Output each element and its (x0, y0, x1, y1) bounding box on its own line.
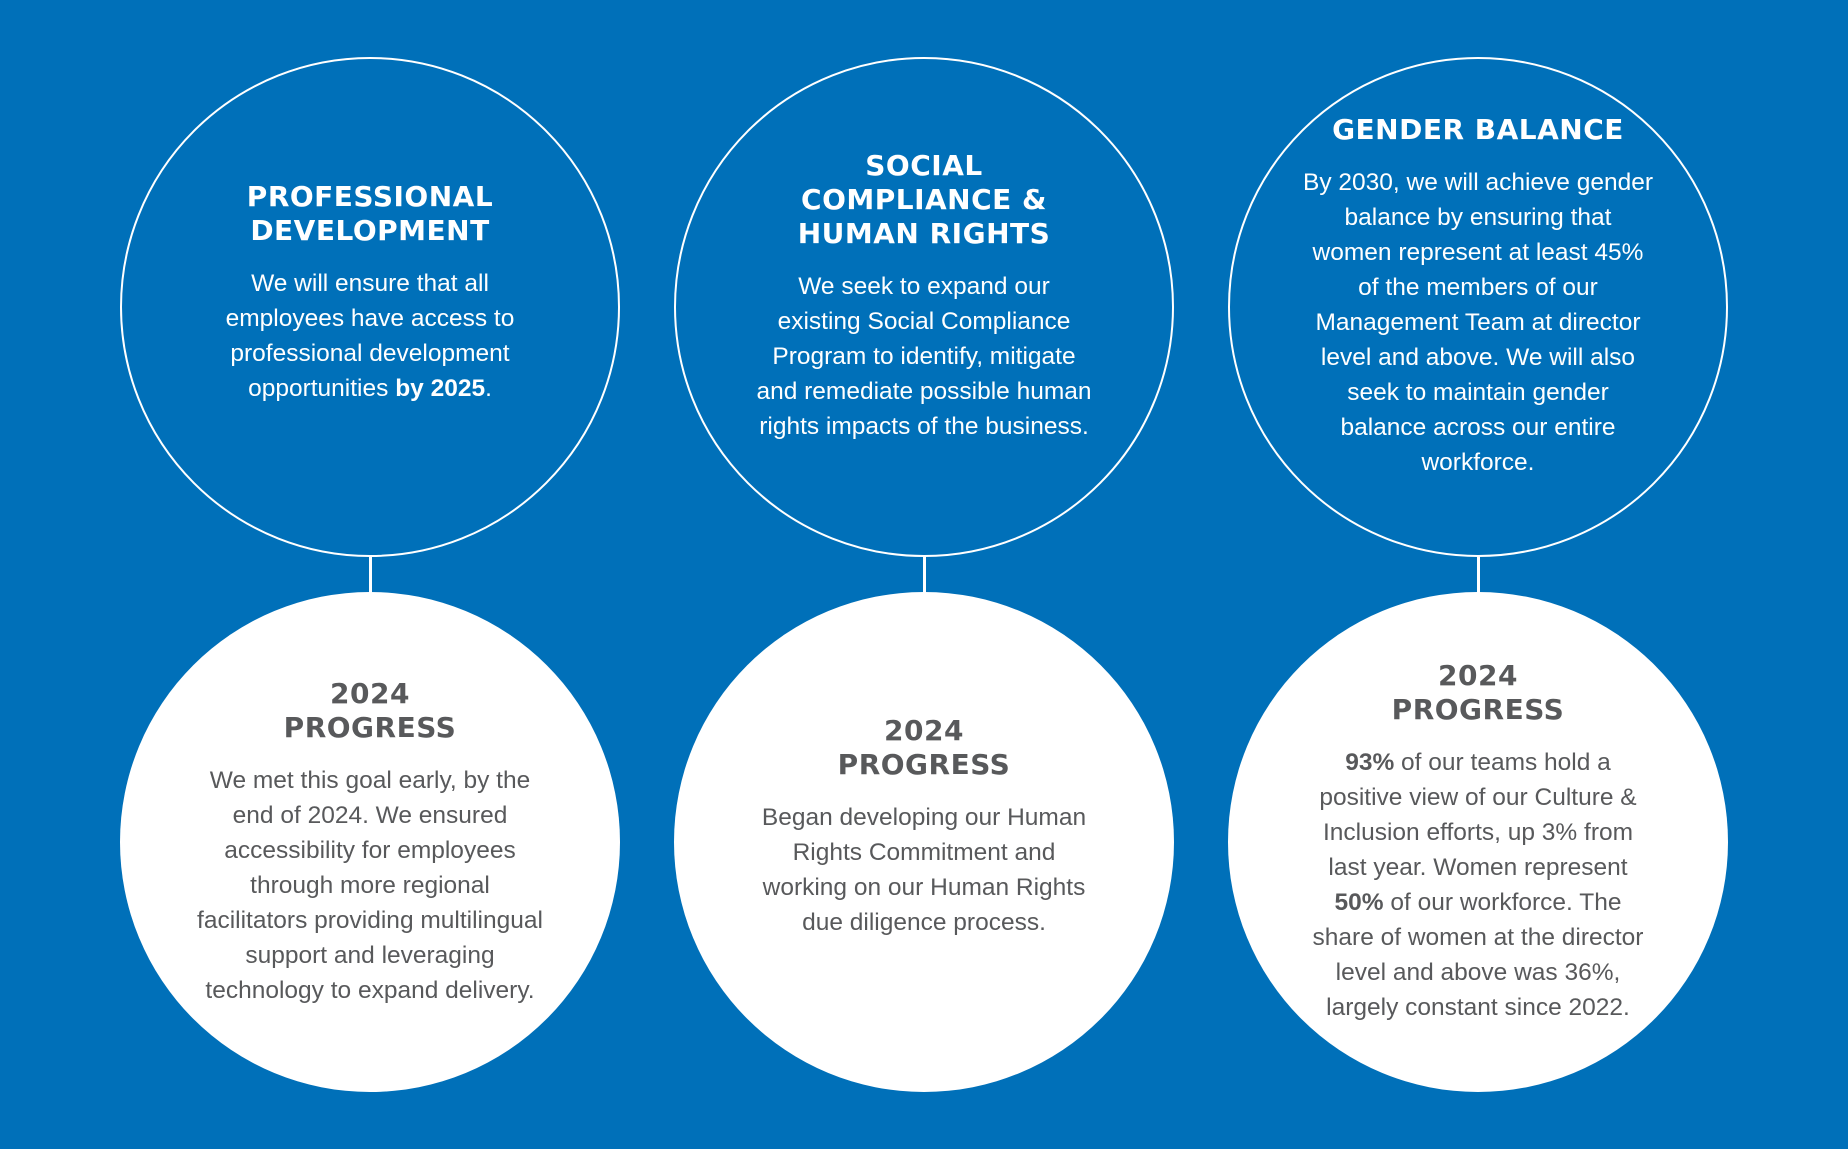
progress-bold-2: 50% (1334, 889, 1384, 916)
progress-title: 2024 PROGRESS (283, 676, 457, 744)
progress-text-1: of our teams hold a positive view of our… (1319, 749, 1637, 881)
goal-content: PROFESSIONAL DEVELOPMENT We will ensure … (210, 180, 530, 406)
connector-line (1477, 556, 1480, 604)
goal-circle-social-compliance: SOCIAL COMPLIANCE & HUMAN RIGHTS We seek… (674, 57, 1174, 557)
progress-title: 2024 PROGRESS (1391, 659, 1565, 726)
progress-circle-social-compliance: 2024 PROGRESS Began developing our Human… (674, 592, 1174, 1092)
progress-text: 93% of our teams hold a positive view of… (1302, 745, 1654, 1025)
progress-text-2: of our workforce. The share of women at … (1312, 889, 1644, 1021)
goal-content: GENDER BALANCE By 2030, we will achieve … (1302, 113, 1654, 480)
goal-title: SOCIAL COMPLIANCE & HUMAN RIGHTS (797, 148, 1051, 250)
connector-line (369, 556, 372, 604)
goal-text-before: We will ensure that all employees have a… (225, 270, 515, 402)
goal-text: We seek to expand our existing Social Co… (756, 272, 1092, 440)
progress-text: Began developing our Human Rights Commit… (761, 804, 1087, 936)
connector-line (923, 556, 926, 604)
progress-bold-1: 93% (1345, 749, 1395, 776)
goal-text: By 2030, we will achieve gender balance … (1302, 168, 1653, 476)
progress-title: 2024 PROGRESS (837, 714, 1011, 781)
progress-text: We met this goal early, by the end of 20… (197, 766, 543, 1004)
goal-circle-professional-development: PROFESSIONAL DEVELOPMENT We will ensure … (120, 57, 620, 557)
goal-text-bold: by 2025 (395, 375, 486, 402)
goal-circle-gender-balance: GENDER BALANCE By 2030, we will achieve … (1228, 57, 1728, 557)
goal-title: GENDER BALANCE (1332, 112, 1624, 146)
progress-circle-professional-development: 2024 PROGRESS We met this goal early, by… (120, 592, 620, 1092)
progress-content: 2024 PROGRESS 93% of our teams hold a po… (1302, 659, 1654, 1025)
progress-circle-gender-balance: 2024 PROGRESS 93% of our teams hold a po… (1228, 592, 1728, 1092)
goal-content: SOCIAL COMPLIANCE & HUMAN RIGHTS We seek… (754, 149, 1094, 444)
progress-content: 2024 PROGRESS We met this goal early, by… (194, 677, 546, 1008)
goal-text: We will ensure that all employees have a… (210, 266, 530, 406)
goal-title: PROFESSIONAL DEVELOPMENT (246, 180, 494, 247)
progress-content: 2024 PROGRESS Began developing our Human… (759, 714, 1089, 940)
goal-text-after: . (485, 375, 492, 402)
